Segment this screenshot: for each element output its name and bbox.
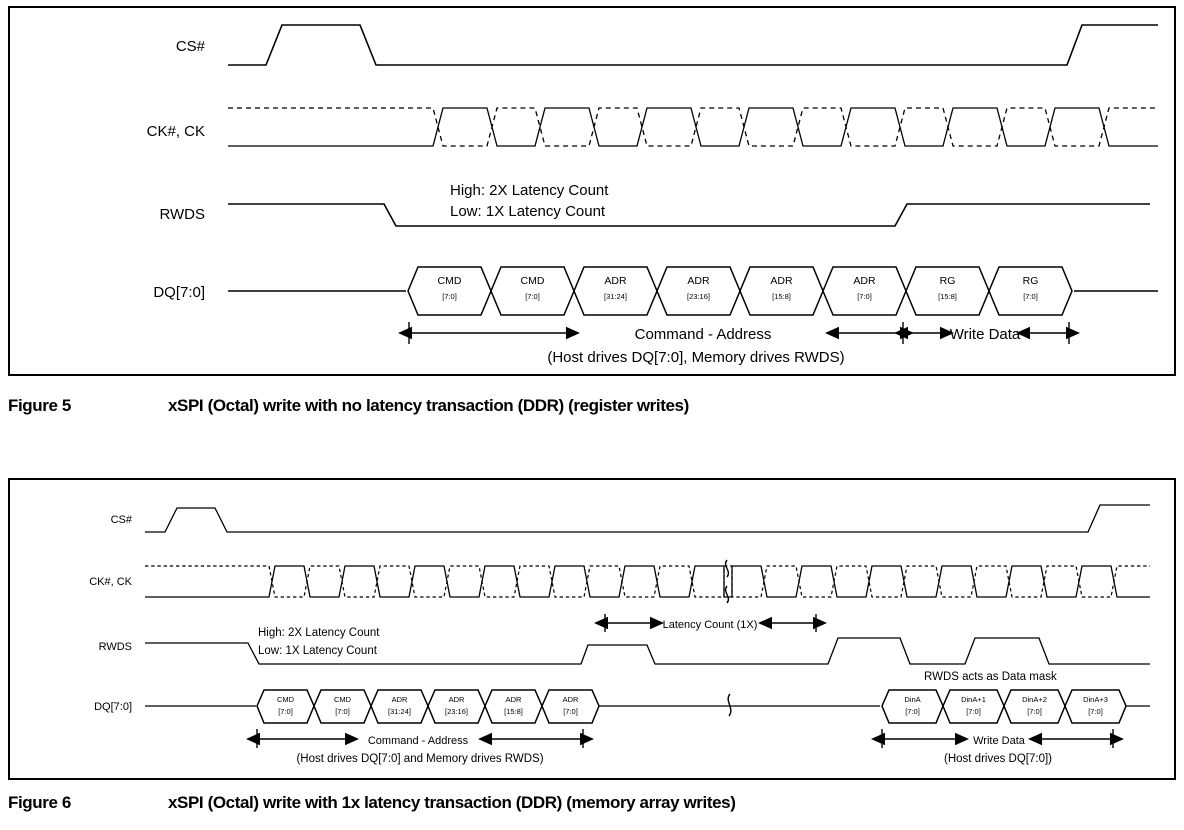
dq-box-bottom-label: [7:0] bbox=[857, 292, 872, 301]
dq-box-bottom-label: [23:16] bbox=[687, 292, 710, 301]
dq-box-bottom-label: [7:0] bbox=[278, 707, 293, 716]
signal-label-rwds: RWDS bbox=[99, 641, 132, 653]
dq-box-top-label: CMD bbox=[438, 275, 462, 287]
signal-label-dq: DQ[7:0] bbox=[153, 284, 205, 301]
figure5-caption-text: xSPI (Octal) write with no latency trans… bbox=[168, 396, 689, 415]
ckn-waveform bbox=[228, 107, 1158, 147]
figure5-diagram-frame: CS# CK#, CK RWDS High: 2X Latency Count … bbox=[8, 6, 1176, 376]
dq-box-top-label: CMD bbox=[521, 275, 545, 287]
figure6-waveform-svg: CS# CK#, CK Latency Count (1X) RWDS High… bbox=[89, 504, 1150, 765]
signal-label-rwds: RWDS bbox=[159, 206, 205, 223]
rwds-note-low: Low: 1X Latency Count bbox=[450, 203, 606, 220]
dq-box-top-label: CMD bbox=[334, 695, 352, 704]
dq-box-group-right: DinA [7:0] DinA+1 [7:0] DinA+2 [7:0] Din… bbox=[881, 689, 1127, 724]
signal-label-clock: CK#, CK bbox=[147, 123, 205, 140]
rwds-note-low: Low: 1X Latency Count bbox=[258, 645, 378, 657]
dq-box-top-label: ADR bbox=[563, 695, 579, 704]
dq-box-top-label: ADR bbox=[687, 275, 710, 287]
clock-break-symbol-bottom bbox=[724, 585, 730, 604]
dq-box-top-label: ADR bbox=[506, 695, 522, 704]
dq-box-top-label: ADR bbox=[604, 275, 627, 287]
ck-waveform bbox=[145, 565, 1150, 598]
figure6-caption: Figure 6 xSPI (Octal) write with 1x laten… bbox=[8, 793, 736, 813]
signal-label-dq: DQ[7:0] bbox=[94, 701, 132, 713]
dq-box-top-label: DinA+3 bbox=[1083, 695, 1108, 704]
rwds-note-high: High: 2X Latency Count bbox=[258, 627, 380, 639]
dq-box-top-label: ADR bbox=[853, 275, 876, 287]
data-mask-note: RWDS acts as Data mask bbox=[924, 671, 1057, 683]
dq-box-top-label: DinA+1 bbox=[961, 695, 986, 704]
dq-box-bottom-label: [7:0] bbox=[335, 707, 350, 716]
dq-box bbox=[1064, 689, 1127, 724]
signal-label-cs: CS# bbox=[111, 514, 133, 526]
figure6-caption-text: xSPI (Octal) write with 1x latency trans… bbox=[168, 793, 736, 812]
ckn-waveform bbox=[145, 565, 1150, 598]
figure6-diagram-frame: CS# CK#, CK Latency Count (1X) RWDS High… bbox=[8, 478, 1176, 780]
dq-box-bottom-label: [7:0] bbox=[1023, 292, 1038, 301]
dq-box-group: CMD [7:0] CMD [7:0] ADR [31:24] ADR [23:… bbox=[407, 266, 1073, 316]
dq-box-bottom-label: [7:0] bbox=[966, 707, 981, 716]
figure5-waveform-svg: CS# CK#, CK RWDS High: 2X Latency Count … bbox=[147, 24, 1158, 366]
dq-box-bottom-label: [15:8] bbox=[772, 292, 791, 301]
dq-box-bottom-label: [31:24] bbox=[388, 707, 411, 716]
dq-box-top-label: DinA bbox=[904, 695, 920, 704]
dq-box bbox=[988, 266, 1073, 316]
rwds-waveform bbox=[145, 637, 1150, 665]
rwds-note-high: High: 2X Latency Count bbox=[450, 182, 609, 199]
dq-box-bottom-label: [7:0] bbox=[563, 707, 578, 716]
dq-box-bottom-label: [7:0] bbox=[905, 707, 920, 716]
figure6-footnote-right: (Host drives DQ[7:0]) bbox=[944, 753, 1052, 765]
latency-span-label: Latency Count (1X) bbox=[663, 619, 758, 631]
dq-box-top-label: RG bbox=[940, 275, 956, 287]
dq-box-group-left: CMD [7:0] CMD [7:0] ADR [31:24] ADR [23:… bbox=[256, 689, 600, 724]
rwds-waveform bbox=[228, 203, 1150, 227]
span-label-command-address: Command - Address bbox=[368, 735, 469, 747]
dq-box-bottom-label: [7:0] bbox=[442, 292, 457, 301]
ck-waveform bbox=[228, 107, 1158, 147]
dq-box-bottom-label: [7:0] bbox=[1027, 707, 1042, 716]
dq-box-top-label: RG bbox=[1023, 275, 1039, 287]
clock-break-symbol-top bbox=[724, 559, 730, 578]
cs-waveform bbox=[228, 24, 1158, 66]
dq-box-bottom-label: [7:0] bbox=[1088, 707, 1103, 716]
dq-box-top-label: DinA+2 bbox=[1022, 695, 1047, 704]
dq-box-bottom-label: [7:0] bbox=[525, 292, 540, 301]
figure5-caption-number: Figure 5 bbox=[8, 396, 71, 415]
dq-box-bottom-label: [15:8] bbox=[504, 707, 523, 716]
figure5-footnote: (Host drives DQ[7:0], Memory drives RWDS… bbox=[547, 349, 844, 366]
dq-box-top-label: ADR bbox=[449, 695, 465, 704]
figure6-footnote-left: (Host drives DQ[7:0] and Memory drives R… bbox=[296, 753, 543, 765]
dq-box-top-label: ADR bbox=[770, 275, 793, 287]
dq-box-bottom-label: [23:16] bbox=[445, 707, 468, 716]
span-label-write-data: Write Data bbox=[973, 735, 1026, 747]
figure5-caption: Figure 5 xSPI (Octal) write with no laten… bbox=[8, 396, 689, 416]
span-label-write-data: Write Data bbox=[950, 326, 1021, 343]
span-label-command-address: Command - Address bbox=[635, 326, 772, 343]
signal-label-cs: CS# bbox=[176, 38, 206, 55]
dq-box-bottom-label: [31:24] bbox=[604, 292, 627, 301]
dq-box bbox=[541, 689, 600, 724]
signal-label-clock: CK#, CK bbox=[89, 576, 132, 588]
cs-waveform bbox=[145, 504, 1150, 533]
figure6-caption-number: Figure 6 bbox=[8, 793, 71, 812]
dq-box-top-label: CMD bbox=[277, 695, 295, 704]
dq-box-bottom-label: [15:8] bbox=[938, 292, 957, 301]
dq-box-top-label: ADR bbox=[392, 695, 408, 704]
dq-break-symbol bbox=[727, 693, 732, 717]
